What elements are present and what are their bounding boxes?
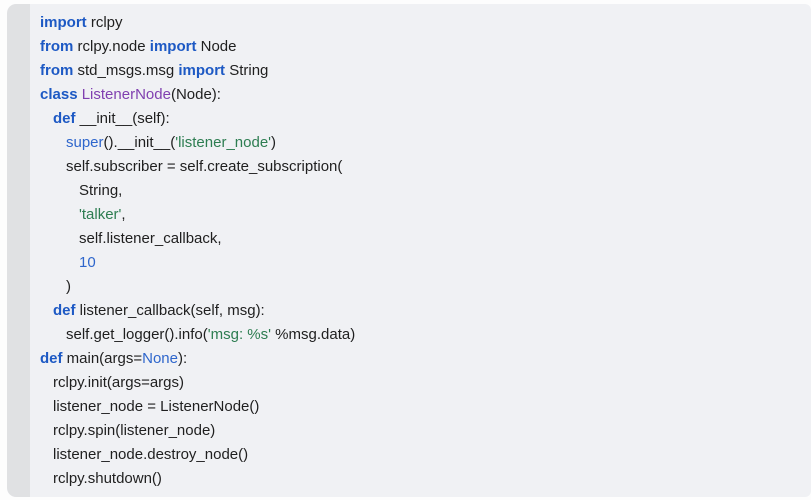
code-line: rclpy.spin(listener_node): [40, 419, 807, 443]
code-token: listener_callback(self, msg):: [75, 302, 265, 319]
code-line: 10: [40, 251, 807, 275]
code-token: listener_node.destroy_node(): [53, 446, 249, 463]
code-token: 'listener_node': [175, 134, 272, 151]
code-line: self.listener_callback,: [40, 227, 807, 251]
code-token: ): [66, 278, 71, 295]
code-token: rclpy.init(args=args): [53, 374, 185, 391]
code-token: rclpy.spin(listener_node): [53, 422, 216, 439]
code-token: def: [40, 350, 63, 367]
code-token: ().__init__(: [103, 134, 176, 151]
code-line: def listener_callback(self, msg):: [40, 299, 807, 323]
code-token: None: [142, 350, 178, 367]
code-line: super().__init__('listener_node'): [40, 131, 807, 155]
code-line: self.get_logger().info('msg: %s' %msg.da…: [40, 323, 807, 347]
code-token: String: [225, 62, 269, 79]
code-token: 'talker': [79, 206, 122, 223]
code-token: 'msg: %s': [207, 326, 271, 343]
code-line: from rclpy.node import Node: [40, 35, 807, 59]
code-token: ,: [121, 206, 126, 223]
code-line: class ListenerNode(Node):: [40, 83, 807, 107]
code-token: rclpy: [86, 14, 123, 31]
code-token: ):: [177, 350, 188, 367]
code-token: self.subscriber = self.create_subscripti…: [66, 158, 343, 175]
code-token: rclpy.shutdown(): [53, 470, 162, 487]
code-block-gutter: [7, 4, 30, 497]
code-token: __init__(self):: [75, 110, 170, 127]
code-line: rclpy.shutdown(): [40, 467, 807, 491]
code-token: 10: [79, 254, 96, 271]
code-token: from: [40, 38, 74, 55]
code-token: import: [178, 62, 226, 79]
code-token: main(args=: [62, 350, 143, 367]
code-token: import: [149, 38, 197, 55]
code-line: self.subscriber = self.create_subscripti…: [40, 155, 807, 179]
code-token: from: [40, 62, 74, 79]
code-token: listener_node = ListenerNode(): [53, 398, 260, 415]
code-line: 'talker',: [40, 203, 807, 227]
code-token: self.get_logger().info(: [66, 326, 208, 343]
code-line: listener_node.destroy_node(): [40, 443, 807, 467]
code-token: ): [271, 134, 277, 151]
code-token: self.listener_callback,: [79, 230, 222, 247]
code-line: def __init__(self):: [40, 107, 807, 131]
code-token: std_msgs.msg: [73, 62, 179, 79]
code-line: ): [40, 275, 807, 299]
code-line: rclpy.init(args=args): [40, 371, 807, 395]
code-token: def: [53, 302, 76, 319]
code-token: rclpy.node: [73, 38, 150, 55]
code-line: String,: [40, 179, 807, 203]
code-token: class: [40, 86, 78, 103]
code-token: %msg.data): [271, 326, 356, 343]
code-token: Node: [196, 38, 237, 55]
code-token: import: [40, 14, 87, 31]
code-token: String,: [79, 182, 123, 199]
code-line: from std_msgs.msg import String: [40, 59, 807, 83]
code-token: ListenerNode: [81, 86, 171, 103]
code-line: def main(args=None):: [40, 347, 807, 371]
code-token: super: [66, 134, 104, 151]
code-token: (Node):: [170, 86, 221, 103]
code-line: listener_node = ListenerNode(): [40, 395, 807, 419]
code-line: import rclpy: [40, 11, 807, 35]
code-token: def: [53, 110, 76, 127]
